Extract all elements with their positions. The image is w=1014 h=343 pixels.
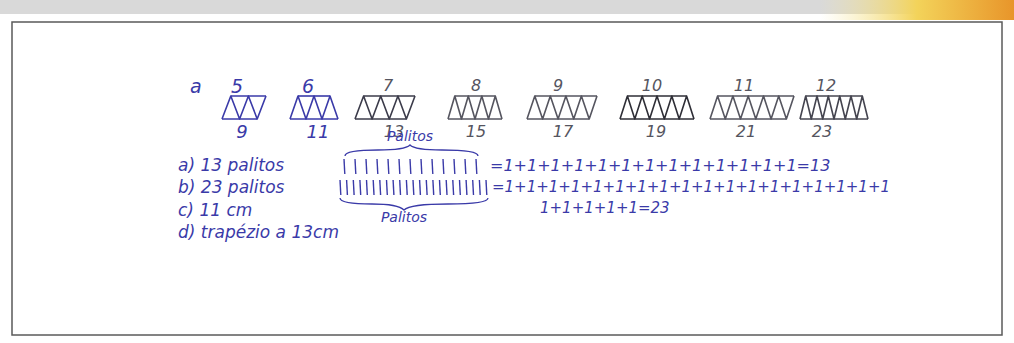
figure-number: 11 [734, 77, 754, 95]
tally-stroke [366, 180, 368, 195]
figure-number: 19 [646, 123, 666, 141]
toothpick [627, 95, 686, 97]
tally-marks [340, 159, 487, 195]
tally-stroke [379, 180, 381, 195]
toothpick [355, 118, 406, 120]
handwritten-note: a [190, 76, 202, 97]
tally-stroke [365, 159, 367, 174]
toothpick [620, 118, 694, 120]
figure-number: 6 [302, 76, 314, 97]
tally-stroke [346, 180, 348, 195]
tally-stroke [479, 180, 481, 195]
tally-stroke [359, 180, 361, 195]
handwritten-note: c) 11 cm [178, 201, 252, 220]
tally-stroke [446, 180, 448, 195]
toothpick [364, 95, 415, 97]
tally-stroke [452, 180, 454, 195]
tally-stroke [376, 159, 378, 174]
toothpick-zigzag [527, 96, 597, 119]
figure-number: 17 [553, 123, 573, 141]
corner-blob [820, 0, 1014, 20]
toothpick-zigzag [710, 96, 794, 119]
toothpick [710, 118, 786, 120]
handwritten-note: =1+1+1+1+1+1+1+1+1+1+1+1+1=13 [490, 157, 830, 175]
tally-stroke [419, 180, 421, 195]
tally-stroke [420, 159, 422, 174]
tally-stroke [459, 180, 461, 195]
figure-number: 11 [307, 122, 330, 142]
handwritten-note: b) 23 palitos [178, 178, 284, 197]
figure-number: 9 [553, 77, 563, 95]
toothpick [290, 118, 338, 120]
triangle-figures [222, 96, 868, 119]
tally-stroke [472, 180, 474, 195]
tally-stroke [399, 180, 401, 195]
tally-stroke [464, 159, 466, 174]
tally-stroke [426, 180, 428, 195]
toothpick [448, 118, 502, 120]
tally-stroke [386, 180, 388, 195]
toothpick [222, 118, 257, 120]
toothpick [535, 95, 597, 97]
brace-bottom [340, 198, 488, 210]
brace-top [345, 145, 478, 156]
toothpick-zigzag [620, 96, 694, 119]
figure-number: 23 [812, 123, 832, 141]
tally-stroke [431, 159, 433, 174]
tally-stroke [485, 180, 487, 195]
toothpick [455, 95, 496, 97]
figure-number: 21 [736, 123, 756, 141]
handwritten-note: Palitos [381, 210, 427, 225]
tally-stroke [354, 159, 356, 174]
handwritten-note: Palitos [387, 129, 433, 144]
page-frame [12, 22, 1002, 335]
handwritten-note: a) 13 palitos [178, 156, 284, 175]
figure-number: 5 [231, 76, 243, 97]
figure-number: 9 [236, 122, 247, 142]
tally-stroke [373, 180, 375, 195]
tally-stroke [465, 180, 467, 195]
handwritten-note: 1+1+1+1+1=23 [540, 200, 670, 217]
toothpick [800, 118, 868, 120]
tally-stroke [439, 180, 441, 195]
tally-stroke [353, 180, 355, 195]
tally-stroke [432, 180, 434, 195]
figure-number: 10 [642, 77, 662, 95]
tally-stroke [343, 159, 345, 174]
tally-stroke [398, 159, 400, 174]
figure-number: 15 [466, 123, 486, 141]
figure-number: 12 [816, 77, 836, 95]
tally-stroke [406, 180, 408, 195]
figure-number: 8 [471, 77, 481, 95]
tally-stroke [392, 180, 394, 195]
toothpick-zigzag [355, 96, 415, 119]
tally-stroke [442, 159, 444, 174]
toothpick [718, 95, 794, 97]
handwritten-note: d) trapézio a 13cm [178, 223, 339, 242]
tally-stroke [409, 159, 411, 174]
tally-stroke [412, 180, 414, 195]
toothpick [527, 118, 589, 120]
toothpick [806, 95, 863, 97]
tally-stroke [387, 159, 389, 174]
tally-stroke [339, 180, 341, 195]
toothpick-zigzag [448, 96, 502, 119]
tally-stroke [453, 159, 455, 174]
figure-number: 7 [383, 77, 393, 95]
tally-stroke [475, 159, 477, 174]
handwritten-note: =1+1+1+1+1+1+1+1+1+1+1+1+1+1+1+1+1+1 [492, 179, 890, 196]
toothpick-zigzag [800, 96, 868, 119]
toothpick-zigzag [290, 96, 338, 119]
toothpick-zigzag [222, 96, 266, 119]
